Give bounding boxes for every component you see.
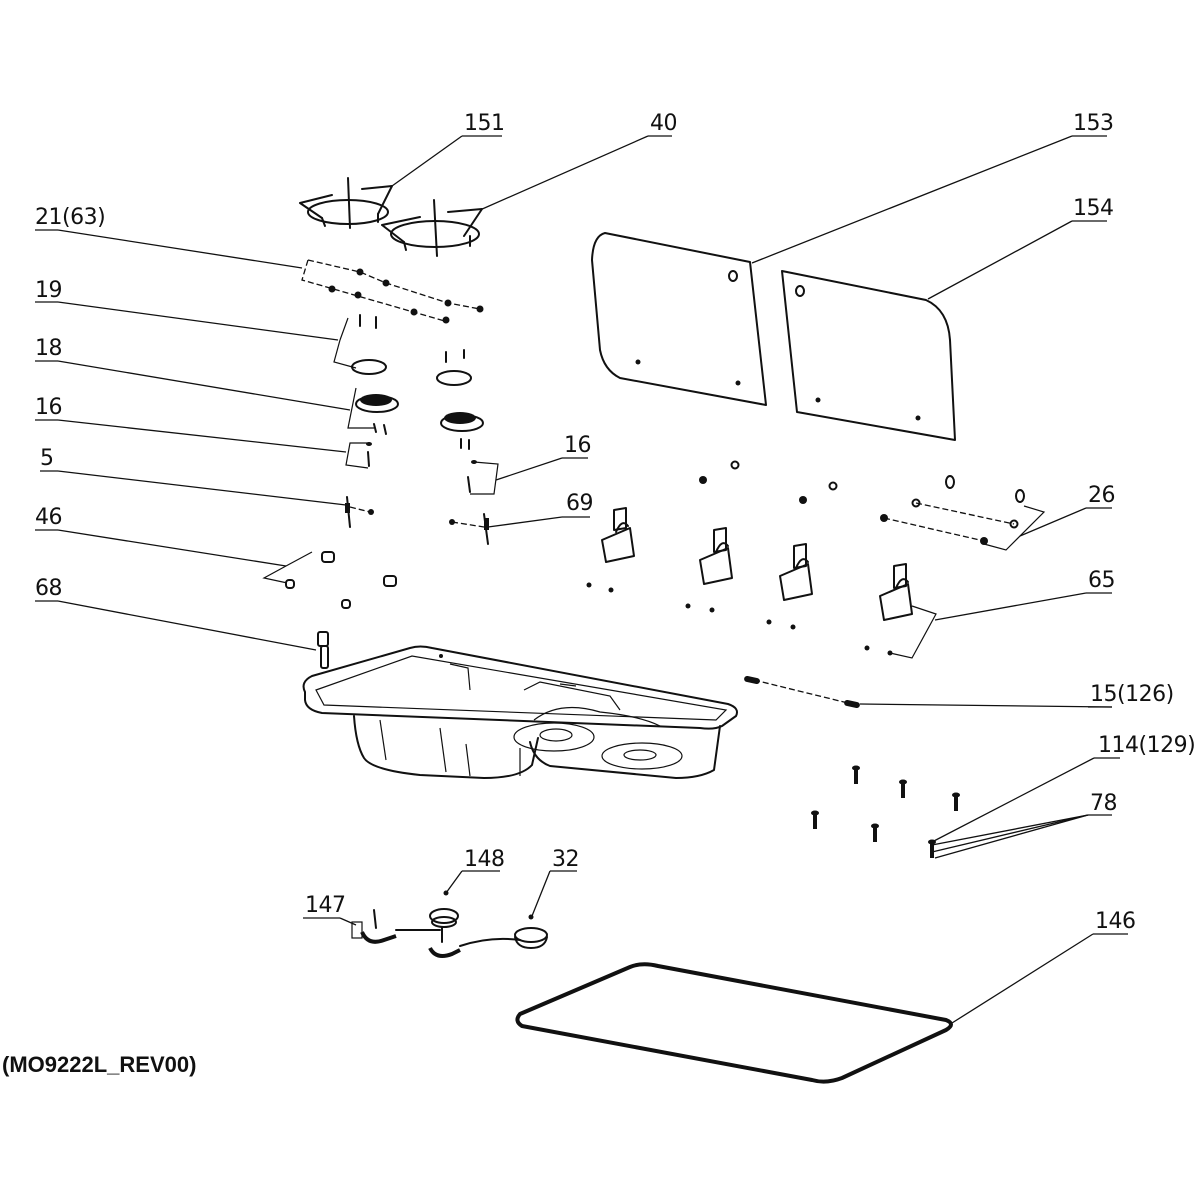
burner-cap-19-icon (333, 314, 472, 386)
callout-65[interactable]: 65 (934, 568, 1116, 621)
burner-cup-32-icon (514, 914, 548, 949)
glass-lid-153-icon (591, 232, 767, 406)
seal-gasket-146-icon (515, 962, 953, 1084)
knobs-46-icon (262, 551, 397, 609)
pan-support-151-icon (299, 177, 393, 229)
hinge-65-icon (586, 507, 635, 593)
electrode-5-icon (345, 496, 374, 528)
callout-32[interactable]: 32 (531, 847, 580, 917)
callout-19[interactable]: 19 (35, 278, 339, 341)
callout-label: 69 (566, 491, 593, 516)
callout-label: 40 (650, 111, 677, 136)
callout-label: 147 (305, 893, 346, 918)
callout-5[interactable]: 5 (40, 446, 347, 506)
callout-114[interactable]: 114(129) (931, 733, 1196, 843)
callout-147[interactable]: 147 (303, 893, 357, 926)
callout-16-right[interactable]: 16 (495, 433, 592, 481)
callout-154[interactable]: 154 (927, 196, 1114, 300)
callout-69[interactable]: 69 (487, 491, 594, 528)
gas-tap-147-icon (351, 909, 441, 944)
hinge-65-icon (685, 527, 733, 613)
sink-hob-tray-icon (302, 645, 738, 779)
callout-26[interactable]: 26 (1019, 483, 1116, 537)
callout-label: 46 (35, 505, 62, 530)
screws-114-icon (811, 765, 960, 858)
glass-lid-154-icon (781, 270, 956, 441)
callout-68[interactable]: 68 (35, 576, 317, 651)
callout-label: 154 (1073, 196, 1114, 221)
callout-148[interactable]: 148 (445, 847, 505, 894)
burner-head-18-icon (347, 387, 484, 450)
callout-label: 15(126) (1090, 682, 1174, 707)
tap-spindle-68-icon (317, 631, 443, 669)
washers-26-icon (699, 460, 1046, 551)
callout-label: 19 (35, 278, 62, 303)
callout-label: 32 (552, 847, 579, 872)
callout-21[interactable]: 21(63) (35, 205, 303, 269)
callout-18[interactable]: 18 (35, 336, 351, 411)
callout-label: 5 (40, 446, 54, 471)
callout-label: 68 (35, 576, 62, 601)
callout-label: 16 (564, 433, 591, 458)
screws-21-icon (301, 259, 484, 324)
pan-support-40-icon (381, 199, 483, 257)
callout-label: 148 (464, 847, 505, 872)
callout-153[interactable]: 153 (751, 111, 1114, 264)
hinge-65-icon (864, 563, 937, 659)
callout-label: 153 (1073, 111, 1114, 136)
hinge-65-icon (766, 543, 813, 630)
fixing-screws-16-icon (345, 442, 499, 495)
callout-label: 16 (35, 395, 62, 420)
callout-label: 65 (1088, 568, 1115, 593)
callout-label: 21(63) (35, 205, 105, 230)
callout-46[interactable]: 46 (35, 505, 287, 567)
callout-label: 18 (35, 336, 62, 361)
callout-label: 26 (1088, 483, 1115, 508)
callout-label: 78 (1090, 791, 1117, 816)
callout-146[interactable]: 146 (951, 909, 1136, 1024)
callout-label: 114(129) (1098, 733, 1195, 758)
callout-label: 146 (1095, 909, 1136, 934)
document-code: (MO9222L_REV00) (2, 1052, 197, 1077)
thermocouple-69-icon (449, 513, 489, 545)
gas-valve-148-icon (428, 890, 521, 958)
callout-151[interactable]: 151 (391, 111, 505, 187)
callout-78[interactable]: 78 (931, 791, 1118, 859)
pins-15-icon (744, 675, 860, 709)
callout-16-left[interactable]: 16 (35, 395, 347, 453)
callout-label: 151 (464, 111, 505, 136)
callout-15[interactable]: 15(126) (859, 682, 1174, 708)
callout-40[interactable]: 40 (479, 111, 678, 211)
